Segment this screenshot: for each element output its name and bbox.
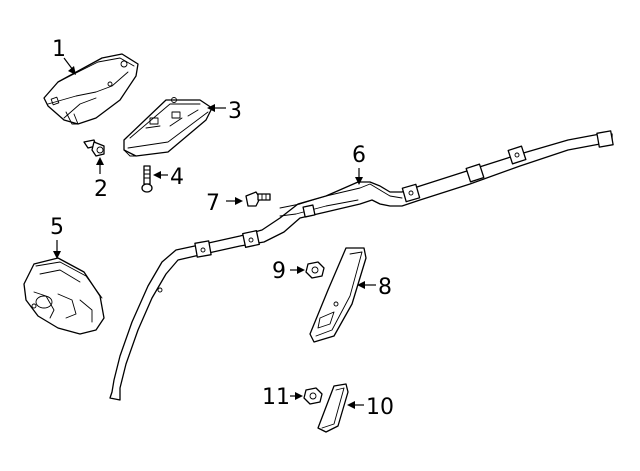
callout-9: 9: [272, 259, 286, 284]
callout-7: 7: [206, 191, 220, 216]
callout-8: 8: [378, 275, 392, 300]
leader-7: [226, 197, 243, 205]
leader-9: [290, 266, 305, 274]
part-2-bolt[interactable]: [83, 139, 105, 157]
part-6-curtain-airbag[interactable]: [109, 130, 614, 401]
leader-5: [53, 240, 61, 259]
part-5-driver-airbag[interactable]: [23, 257, 105, 335]
leader-6: [355, 168, 363, 185]
part-10-trim-piece[interactable]: [317, 383, 349, 433]
leader-4: [153, 171, 168, 179]
part-3-airbag-module[interactable]: [123, 97, 213, 157]
callout-5: 5: [50, 215, 64, 240]
part-4-screw[interactable]: [141, 165, 153, 193]
leader-2: [96, 157, 104, 174]
callout-2: 2: [94, 177, 108, 202]
part-11-push-nut[interactable]: [303, 387, 323, 405]
callout-1: 1: [52, 37, 66, 62]
part-8-pillar-trim[interactable]: [309, 247, 367, 343]
part-7-clip[interactable]: [245, 191, 271, 207]
callout-11: 11: [262, 385, 290, 410]
part-9-push-nut[interactable]: [305, 261, 325, 279]
leader-10: [347, 401, 364, 409]
leader-11: [290, 392, 303, 400]
callout-6: 6: [352, 143, 366, 168]
part-1-airbag-module[interactable]: [43, 53, 139, 125]
leader-1: [63, 57, 76, 75]
callout-4: 4: [170, 165, 184, 190]
callout-10: 10: [366, 395, 394, 420]
leader-3: [207, 104, 226, 112]
leader-8: [357, 281, 376, 289]
callout-3: 3: [228, 99, 242, 124]
